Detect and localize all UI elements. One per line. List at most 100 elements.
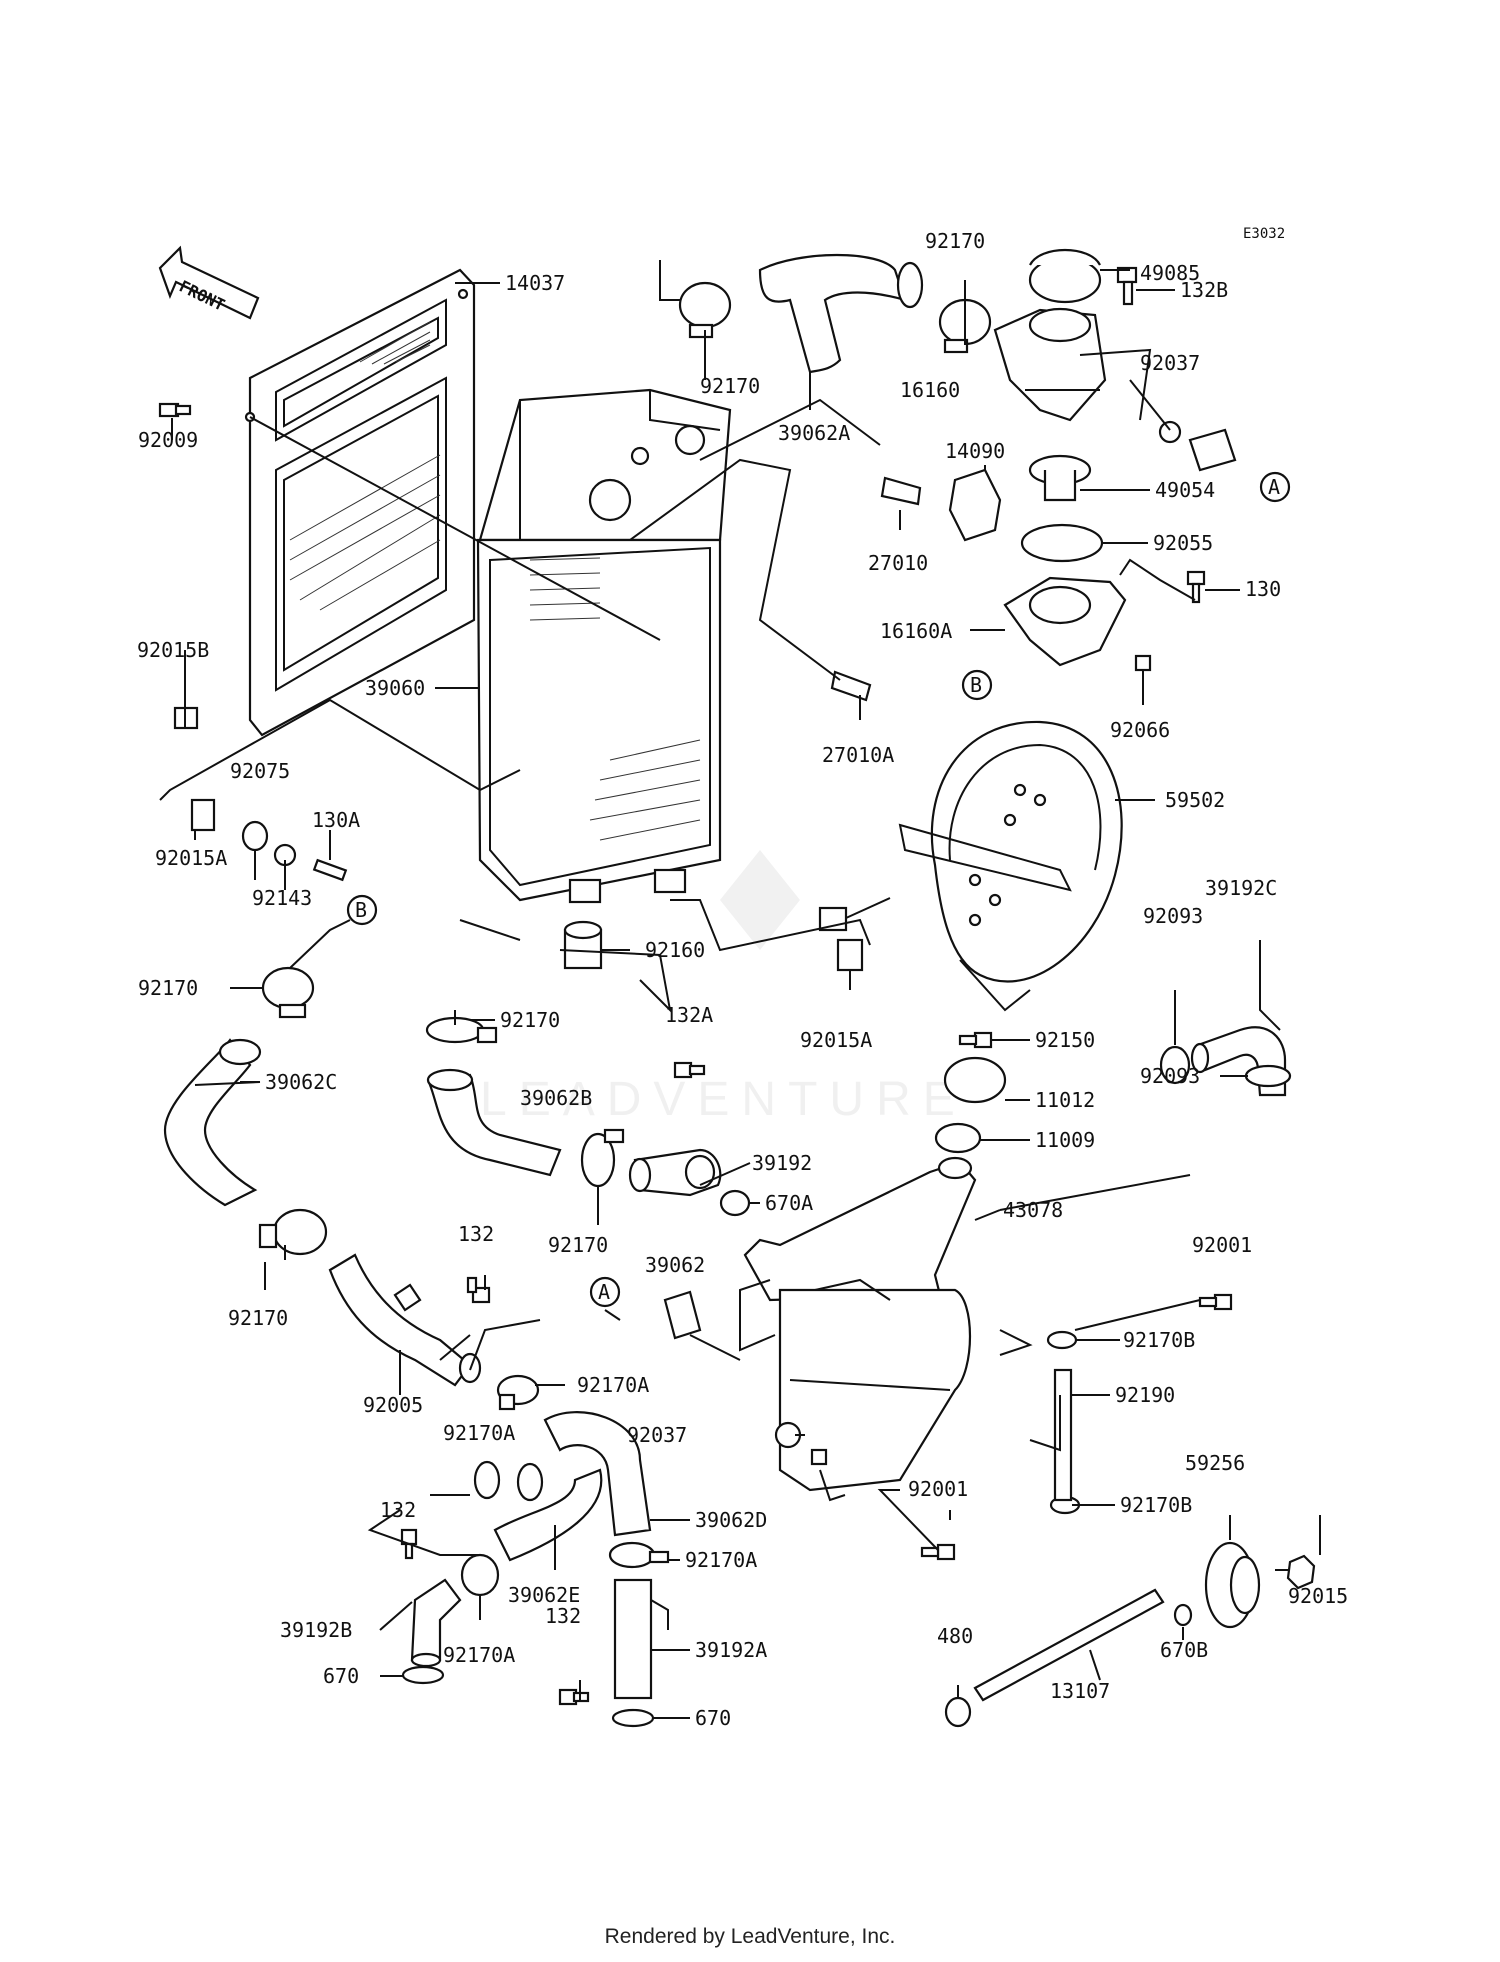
thermostat-cover-icon <box>1003 576 1127 667</box>
pipe-icon <box>1188 428 1237 472</box>
callout-label: 92015 <box>1288 1584 1348 1608</box>
callout-label: 92150 <box>1035 1028 1095 1052</box>
bolt-132-icon <box>558 1688 590 1706</box>
callout-label: 92170A <box>443 1421 515 1445</box>
diagram-code: E3032 <box>1243 226 1285 242</box>
bolt-92009-icon <box>158 402 192 418</box>
clamp-92170-icon <box>258 1208 328 1256</box>
plug-92066-icon <box>1134 654 1152 672</box>
callout-label: 92005 <box>363 1393 423 1417</box>
callout-label: 39192 <box>752 1151 812 1175</box>
callout-label: 39062A <box>778 421 850 445</box>
callout-label: 130A <box>312 808 360 832</box>
nut-92015-icon <box>1286 1554 1316 1590</box>
bolt-92001-icon <box>920 1543 956 1561</box>
tube-92190-icon <box>1053 1368 1073 1502</box>
fitting-39192-icon <box>628 1148 722 1197</box>
reservoir-tank-icon <box>743 1156 977 1502</box>
callout-label: 132 <box>380 1498 416 1522</box>
pipe-39062-icon <box>663 1290 702 1340</box>
cap-92093-icon <box>1244 1064 1292 1088</box>
callout-label: 92170 <box>925 229 985 253</box>
callout-label: 27010A <box>822 743 894 767</box>
callout-label: 132B <box>1180 278 1228 302</box>
callout-label: 92170 <box>548 1233 608 1257</box>
callout-label: 670 <box>695 1706 731 1730</box>
callout-label: 39062E <box>508 1583 580 1607</box>
callout-label: 49085 <box>1140 261 1200 285</box>
damper-92075-icon <box>241 820 269 852</box>
impeller-59256-icon <box>1204 1541 1261 1629</box>
radiator-cap-icon <box>1028 248 1102 304</box>
cap-11012-icon <box>943 1056 1007 1104</box>
callout-label: 670B <box>1160 1638 1208 1662</box>
svg-text:B: B <box>970 673 982 697</box>
callout-label: 92001 <box>908 1477 968 1501</box>
callout-label: 92055 <box>1153 531 1213 555</box>
callout-label: 92093 <box>1140 1064 1200 1088</box>
callout-label: 92170A <box>685 1548 757 1572</box>
callout-label: 670A <box>765 1191 813 1215</box>
callout-label: 39062B <box>520 1086 592 1110</box>
o-ring-670-icon <box>611 1708 655 1728</box>
hose-39062e-icon <box>493 1468 603 1562</box>
reference-marker-a: A <box>589 1276 621 1308</box>
bolt-130a-icon <box>312 858 348 882</box>
callout-label: 16160A <box>880 619 952 643</box>
pipe-92005-icon <box>328 1253 482 1387</box>
callout-label: 59502 <box>1165 788 1225 812</box>
callout-label: 132 <box>458 1222 494 1246</box>
clamp-92170-icon <box>678 281 732 339</box>
thermostat-housing-icon <box>993 307 1107 422</box>
callout-label: 92170 <box>700 374 760 398</box>
bolt-132a-icon <box>673 1061 706 1079</box>
bolt-130-icon <box>1186 570 1206 604</box>
callout-label: 43078 <box>1003 1198 1063 1222</box>
clip-92170b-icon <box>1046 1330 1078 1350</box>
callout-label: 132 <box>545 1604 581 1628</box>
callout-label: 92001 <box>1192 1233 1252 1257</box>
reference-marker-a: A <box>1259 471 1291 503</box>
nut-14090-icon <box>948 468 1002 542</box>
callout-label: 59256 <box>1185 1451 1245 1475</box>
callout-label: 39062C <box>265 1070 337 1094</box>
radiator <box>476 388 732 904</box>
callout-label: 92015A <box>800 1028 872 1052</box>
callout-label: 14090 <box>945 439 1005 463</box>
callout-label: 92015A <box>155 846 227 870</box>
hose-39062c-icon <box>163 1038 262 1207</box>
seal-11009-icon <box>934 1122 982 1154</box>
callout-label: 92170A <box>577 1373 649 1397</box>
callout-label: 16160 <box>900 378 960 402</box>
callout-label: 49054 <box>1155 478 1215 502</box>
svg-text:B: B <box>355 898 367 922</box>
clamp-92170-icon <box>261 966 315 1019</box>
callout-label: 39192C <box>1205 876 1277 900</box>
reference-marker-b: B <box>346 894 378 926</box>
callout-label: 39060 <box>365 676 425 700</box>
callout-label: 92015B <box>137 638 209 662</box>
bolt-92001-icon <box>1198 1293 1233 1311</box>
clamp-92170a-icon <box>608 1541 670 1569</box>
leader-lines <box>159 260 1321 1719</box>
callout-label: 92170B <box>1123 1328 1195 1352</box>
callout-label: 92009 <box>138 428 198 452</box>
bolt-92150-icon <box>958 1031 993 1049</box>
hose-39062d-icon <box>543 1411 652 1537</box>
callout-label: 480 <box>937 1624 973 1648</box>
sensor-27010a-icon <box>830 670 872 702</box>
o-ring-670a-icon <box>719 1189 751 1217</box>
circlip-480-icon <box>944 1696 972 1728</box>
sensor-27010-icon <box>880 476 922 506</box>
o-ring-92055-icon <box>1020 523 1104 563</box>
clip-92015a-icon <box>836 938 864 972</box>
hose-39062b-icon <box>426 1068 562 1177</box>
callout-label: 39062D <box>695 1508 767 1532</box>
svg-text:A: A <box>1268 475 1280 499</box>
bolt-132-icon <box>466 1276 491 1304</box>
cap-92093-icon <box>1159 1045 1191 1085</box>
callout-label: 92170 <box>138 976 198 1000</box>
callout-label: 27010 <box>868 551 928 575</box>
radiator-screen <box>244 268 476 737</box>
